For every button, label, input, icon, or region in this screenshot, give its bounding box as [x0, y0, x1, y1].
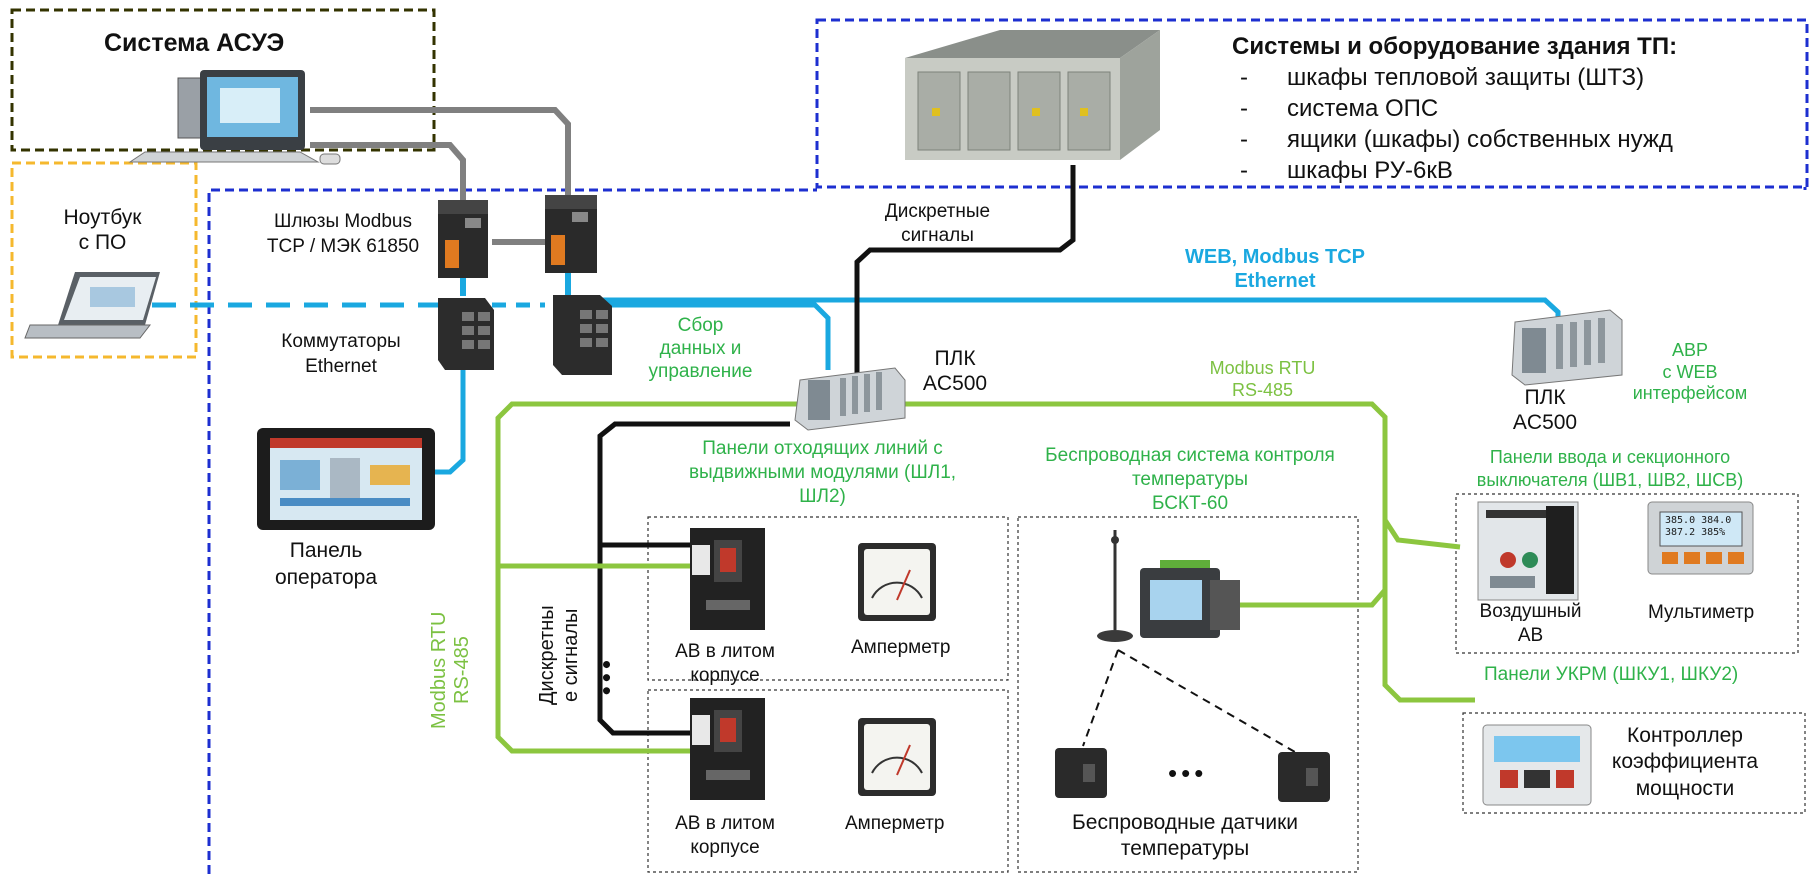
input-box [1455, 493, 1799, 654]
breakers-ellipsis: ••• [592, 660, 622, 700]
ethernet-switch-icon [553, 295, 612, 375]
building-items-list: шкафы тепловой защиты (ШТЗ) система ОПС … [1238, 62, 1673, 186]
modbus-rtu-to-input [1382, 518, 1461, 550]
modbus-rtu-to-ukrm [1382, 560, 1475, 703]
outgoing-box-2 [647, 689, 1009, 873]
plc-icon [794, 367, 906, 431]
temperature-controller-icon [1140, 560, 1240, 638]
ukrm-box [1462, 712, 1806, 814]
gray-wire-2 [310, 107, 571, 195]
ammeter-2-label: Амперметр [845, 813, 945, 834]
gateway-icon [545, 195, 597, 273]
building-item: ящики (шкафы) собственных нужд [1238, 124, 1673, 155]
modbus-rtu-main [495, 401, 800, 754]
laptop-boundary [10, 161, 198, 359]
desktop-computer-icon [128, 70, 341, 165]
building-item: шкафы РУ-6кВ [1238, 155, 1673, 186]
discrete-breaker-wire [597, 421, 790, 736]
sensor-link-1 [1082, 649, 1119, 747]
multimeter-icon [1647, 501, 1754, 575]
sensor-link-2 [1117, 649, 1296, 753]
ukrm-panels-label: Панели УКРМ (ШКУ1, ШКУ2) [1484, 664, 1739, 685]
substation-boundary [207, 188, 817, 874]
ammeter-icon [858, 543, 936, 621]
molded-breaker-icon [690, 698, 765, 800]
building-item: система ОПС [1238, 93, 1673, 124]
laptop-icon [24, 272, 160, 339]
outgoing-box-1 [647, 516, 1009, 681]
temperature-sensor-icon [1278, 752, 1330, 802]
plc-icon [1511, 309, 1623, 386]
discrete-building-wire [854, 165, 1076, 380]
ethernet-to-plc [598, 302, 831, 370]
antenna-icon [1097, 530, 1133, 642]
sensors-ellipsis: ••• [1168, 758, 1208, 788]
ammeter-icon [858, 718, 936, 796]
building-boundary [815, 18, 1809, 189]
air-breaker-icon [1477, 501, 1579, 601]
hmi-panel-icon [257, 428, 435, 530]
wireless-box [1017, 516, 1359, 873]
building-title: Системы и оборудование здания ТП: [1232, 33, 1678, 60]
molded-breaker-icon [690, 528, 765, 630]
gray-wire-1 [310, 142, 466, 200]
ethernet-to-hmi [432, 360, 466, 475]
building-item: шкафы тепловой защиты (ШТЗ) [1238, 62, 1673, 93]
pf-controller-icon [1482, 724, 1592, 806]
ethernet-switch-icon [438, 298, 494, 370]
multimeter-label: Мультиметр [1648, 602, 1755, 623]
temperature-sensor-icon [1055, 748, 1107, 798]
modbus-rtu-right [900, 401, 1388, 608]
asue-title: Система АСУЭ [104, 29, 285, 57]
building-icon [905, 30, 1160, 160]
ammeter-1-label: Амперметр [851, 637, 951, 658]
gateway-icon [438, 200, 488, 278]
